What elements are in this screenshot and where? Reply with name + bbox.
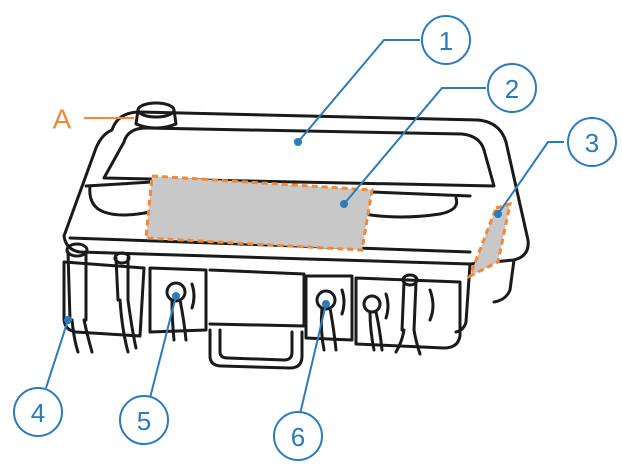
right-side-face	[454, 262, 472, 334]
callout-label-4: 4	[31, 398, 45, 428]
panel-right	[354, 276, 462, 350]
leader-6	[299, 303, 327, 415]
leader-5	[149, 295, 177, 399]
panel-center-left	[148, 266, 208, 334]
leader-3	[497, 141, 564, 215]
plug-left-body	[66, 250, 88, 322]
plug-2	[114, 256, 130, 302]
callout-circle-4	[13, 387, 63, 437]
callout-circle-5	[119, 395, 169, 445]
socket-7-cable	[368, 310, 384, 352]
callout-label-5: 5	[137, 406, 151, 436]
plug-right-arc	[428, 288, 435, 322]
callout-label-1: 1	[439, 26, 453, 56]
callout-circle-3	[567, 117, 617, 167]
leader-2	[343, 87, 486, 205]
callout-circle-2	[487, 63, 537, 113]
marker-a-label: A	[53, 104, 72, 135]
socket-6-arc	[340, 288, 346, 316]
anchor-dot-2	[340, 200, 348, 208]
carry-handle	[208, 328, 304, 370]
front-groove	[88, 184, 152, 217]
plug-right-cable	[394, 328, 422, 356]
knob-a-top	[136, 101, 176, 119]
socket-6	[315, 289, 337, 311]
socket-5-cable	[170, 298, 188, 342]
callout-circle-1	[421, 15, 471, 65]
plug-left-cable	[70, 318, 94, 354]
plug-right-cap	[401, 273, 419, 287]
highlight-area-2	[144, 174, 374, 252]
anchor-dot-6	[322, 300, 330, 308]
plug-left-cap	[65, 242, 89, 258]
panel-left	[62, 260, 146, 338]
device-lid	[102, 126, 496, 188]
anchor-dot-5	[172, 292, 180, 300]
leader-1	[297, 39, 420, 143]
callout-circle-6	[273, 411, 323, 461]
socket-5-arc	[190, 282, 196, 310]
plug-2-cable	[118, 298, 138, 354]
socket-7-arc	[384, 292, 390, 320]
right-side-edge	[492, 258, 516, 304]
plug-2-cap	[113, 251, 131, 265]
anchor-dot-4	[64, 316, 72, 324]
plug-right	[400, 280, 418, 332]
callout-label-2: 2	[505, 74, 519, 104]
panel-center-right	[304, 274, 354, 342]
knob-a-body	[134, 108, 178, 130]
leader-4	[45, 319, 69, 389]
socket-7	[362, 294, 382, 314]
socket-5	[165, 281, 187, 303]
socket-6-cable	[319, 306, 338, 352]
front-ridge	[84, 180, 472, 198]
center-lower-box	[208, 268, 306, 328]
anchor-dot-1	[294, 138, 302, 146]
highlight-area-3	[467, 201, 512, 280]
callout-label-6: 6	[291, 422, 305, 452]
anchor-dot-3	[494, 210, 502, 218]
carry-handle-inner	[218, 328, 294, 362]
front-groove-right	[362, 196, 459, 219]
callout-label-3: 3	[585, 128, 599, 158]
